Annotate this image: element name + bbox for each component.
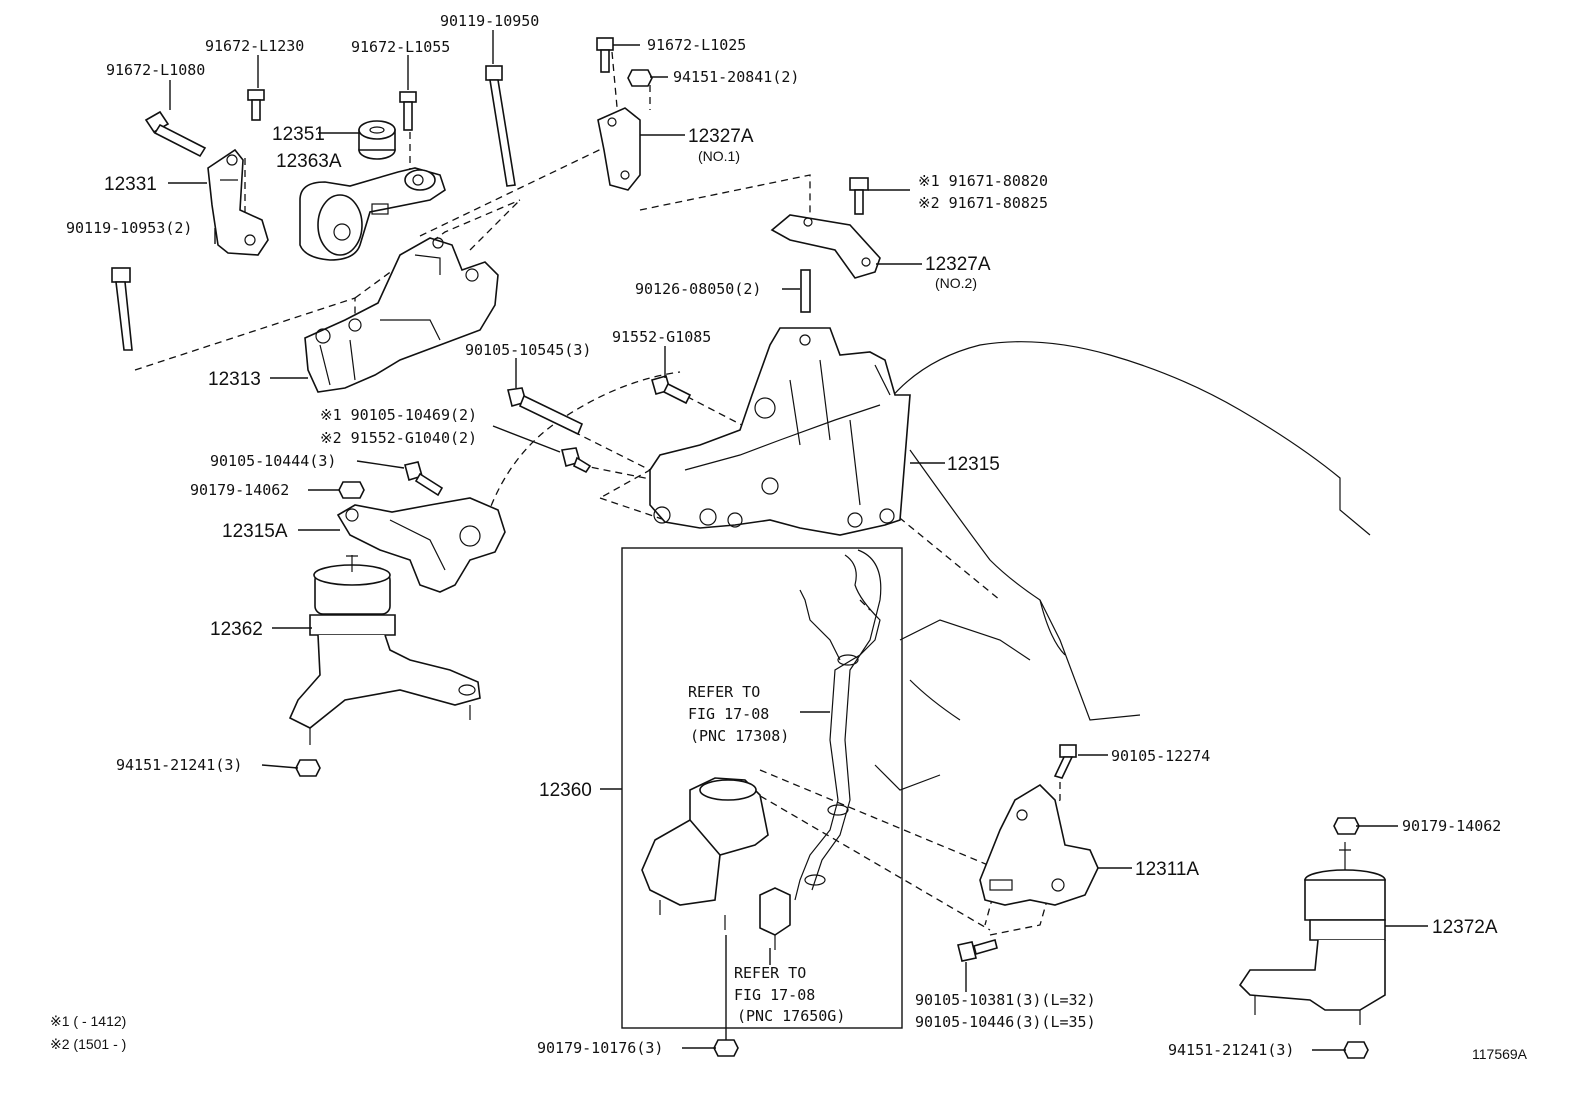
- label-12313: 12313: [208, 369, 261, 390]
- bolt-90119-10953[interactable]: [111, 267, 133, 351]
- bolt-91672-l1230[interactable]: [247, 89, 265, 121]
- label-note2: ※2 (1501 - ): [50, 1036, 126, 1052]
- leader-lines: [168, 30, 1428, 1051]
- label-note1: ※1 ( - 1412): [50, 1013, 126, 1029]
- label-12351: 12351: [272, 124, 325, 145]
- stud-90126-08050[interactable]: [800, 269, 811, 313]
- bolt-91672-l1055[interactable]: [399, 91, 417, 131]
- label-12315: 12315: [947, 454, 1000, 475]
- label-12315a: 12315A: [222, 521, 288, 542]
- bolt-91552-g1085[interactable]: [651, 375, 692, 405]
- label-91671-80825: ※2 91671-80825: [918, 194, 1048, 212]
- label-refer2-line3: (PNC 17650G): [737, 1007, 845, 1025]
- label-90105-12274: 90105-12274: [1111, 747, 1210, 765]
- label-figure-id: 117569A: [1472, 1046, 1528, 1062]
- label-refer2-line1: REFER TO: [734, 964, 806, 982]
- label-90126-08050: 90126-08050(2): [635, 280, 761, 298]
- label-12372a: 12372A: [1432, 917, 1498, 938]
- label-91672-l1080: 91672-L1080: [106, 61, 205, 79]
- label-94151-21241-left: 94151-21241(3): [116, 756, 242, 774]
- label-90105-10545: 90105-10545(3): [465, 341, 591, 359]
- part-12313-bracket[interactable]: [304, 237, 499, 393]
- nut-90179-14062-right[interactable]: [1333, 817, 1360, 835]
- nut-94151-20841[interactable]: [627, 69, 653, 87]
- part-12315-bracket[interactable]: [649, 327, 911, 536]
- bolt-91671-80820[interactable]: [849, 177, 869, 215]
- nut-90179-14062-left[interactable]: [338, 481, 365, 499]
- label-refer1-line2: FIG 17-08: [688, 705, 769, 723]
- label-90105-10444: 90105-10444(3): [210, 452, 336, 470]
- bolt-90105-10381[interactable]: [957, 939, 998, 962]
- label-91672-l1230: 91672-L1230: [205, 37, 304, 55]
- label-90179-14062-right: 90179-14062: [1402, 817, 1501, 835]
- label-90179-14062-left: 90179-14062: [190, 481, 289, 499]
- label-91672-l1055: 91672-L1055: [351, 38, 450, 56]
- label-94151-21241-right: 94151-21241(3): [1168, 1041, 1294, 1059]
- bolt-90119-10950[interactable]: [485, 65, 516, 187]
- label-91552-g1085: 91552-G1085: [612, 328, 711, 346]
- label-12363a: 12363A: [276, 151, 342, 172]
- part-12327a-no1-bracket[interactable]: [597, 107, 641, 191]
- part-12363a-torque-rod[interactable]: [299, 167, 446, 261]
- part-12360-assembly[interactable]: [621, 547, 903, 1029]
- label-12362: 12362: [210, 619, 263, 640]
- nut-94151-21241-right[interactable]: [1343, 1041, 1369, 1059]
- label-no2: (NO.2): [935, 275, 977, 291]
- bolt-90105-10545[interactable]: [507, 387, 584, 436]
- nut-90179-10176[interactable]: [713, 1039, 739, 1057]
- label-94151-20841: 94151-20841(2): [673, 68, 799, 86]
- part-12327a-no2-bracket[interactable]: [770, 214, 881, 279]
- labels: 91672-L1080 91672-L1230 91672-L1055 9011…: [50, 12, 1528, 1062]
- bolt-91672-l1080[interactable]: [144, 110, 207, 158]
- label-91552-g1040: ※2 91552-G1040(2): [320, 429, 477, 447]
- label-refer1-line3: (PNC 17308): [690, 727, 789, 745]
- label-90105-10446: 90105-10446(3)(L=35): [915, 1013, 1096, 1031]
- label-90119-10950: 90119-10950: [440, 12, 539, 30]
- nut-94151-21241-left[interactable]: [295, 759, 321, 777]
- engine-outline: [874, 341, 1371, 791]
- label-12331: 12331: [104, 174, 157, 195]
- part-12372a-mount[interactable]: [1238, 842, 1386, 1025]
- part-12351-stopper[interactable]: [358, 120, 396, 160]
- label-90119-10953: 90119-10953(2): [66, 219, 192, 237]
- label-refer2-line2: FIG 17-08: [734, 986, 815, 1004]
- label-90179-10176: 90179-10176(3): [537, 1039, 663, 1057]
- label-refer1-line1: REFER TO: [688, 683, 760, 701]
- label-90105-10381: 90105-10381(3)(L=32): [915, 991, 1096, 1009]
- part-12315a-bracket[interactable]: [336, 497, 506, 593]
- part-12362-engine-mount[interactable]: [288, 555, 481, 745]
- label-91671-80820: ※1 91671-80820: [918, 172, 1048, 190]
- part-12311a-bracket[interactable]: [979, 783, 1099, 906]
- label-90105-10469: ※1 90105-10469(2): [320, 406, 477, 424]
- label-12327a-no2: 12327A: [925, 254, 991, 275]
- bolt-90105-10469[interactable]: [561, 447, 592, 474]
- label-no1: (NO.1): [698, 148, 740, 164]
- label-91672-l1025: 91672-L1025: [647, 36, 746, 54]
- label-12311a: 12311A: [1135, 859, 1199, 880]
- part-12331-bracket[interactable]: [207, 148, 269, 256]
- bolt-90105-10444[interactable]: [404, 461, 444, 497]
- bolt-90105-12274[interactable]: [1053, 744, 1077, 779]
- label-12327a-no1: 12327A: [688, 126, 754, 147]
- label-12360: 12360: [539, 780, 592, 801]
- bolt-91672-l1025[interactable]: [596, 37, 614, 73]
